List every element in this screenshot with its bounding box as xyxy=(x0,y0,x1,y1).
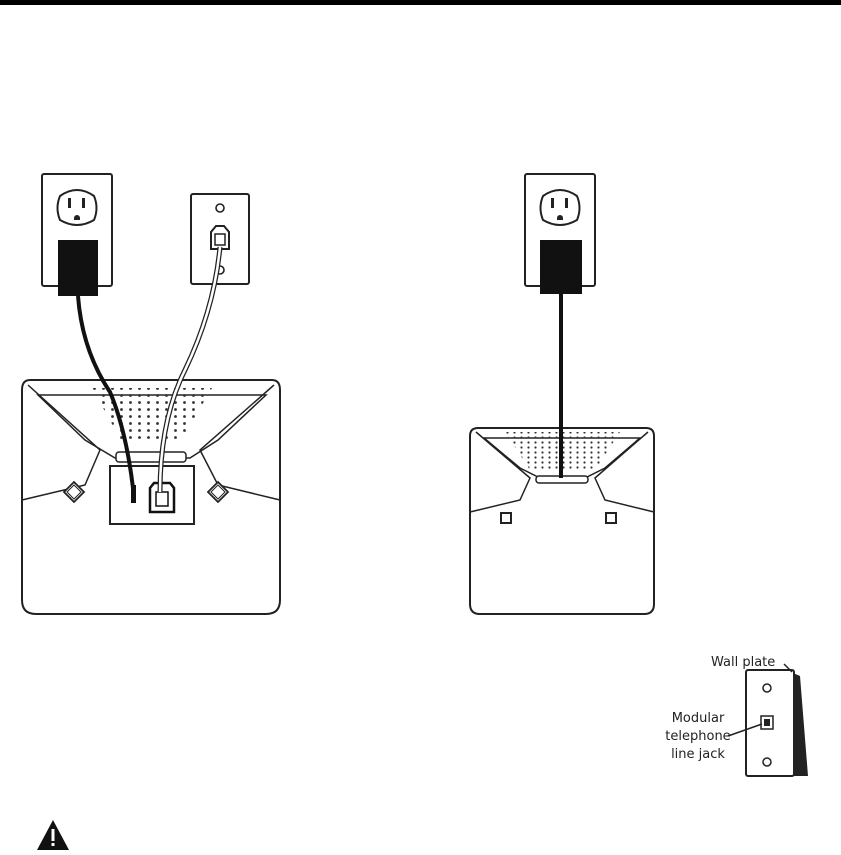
telephone-base-left xyxy=(22,380,280,614)
warning-triangle-icon xyxy=(37,820,69,850)
power-adapter-left xyxy=(58,240,98,296)
wall-plate-label: Wall plate xyxy=(711,655,775,670)
telephone-wall-jack xyxy=(191,194,249,284)
jack-label-line3: line jack xyxy=(671,747,725,762)
jack-label-line1: Modular xyxy=(672,711,725,726)
wall-plate-inset xyxy=(728,664,808,776)
power-adapter-right xyxy=(540,240,582,294)
top-rule xyxy=(0,0,841,5)
jack-label-line2: telephone xyxy=(665,729,730,744)
